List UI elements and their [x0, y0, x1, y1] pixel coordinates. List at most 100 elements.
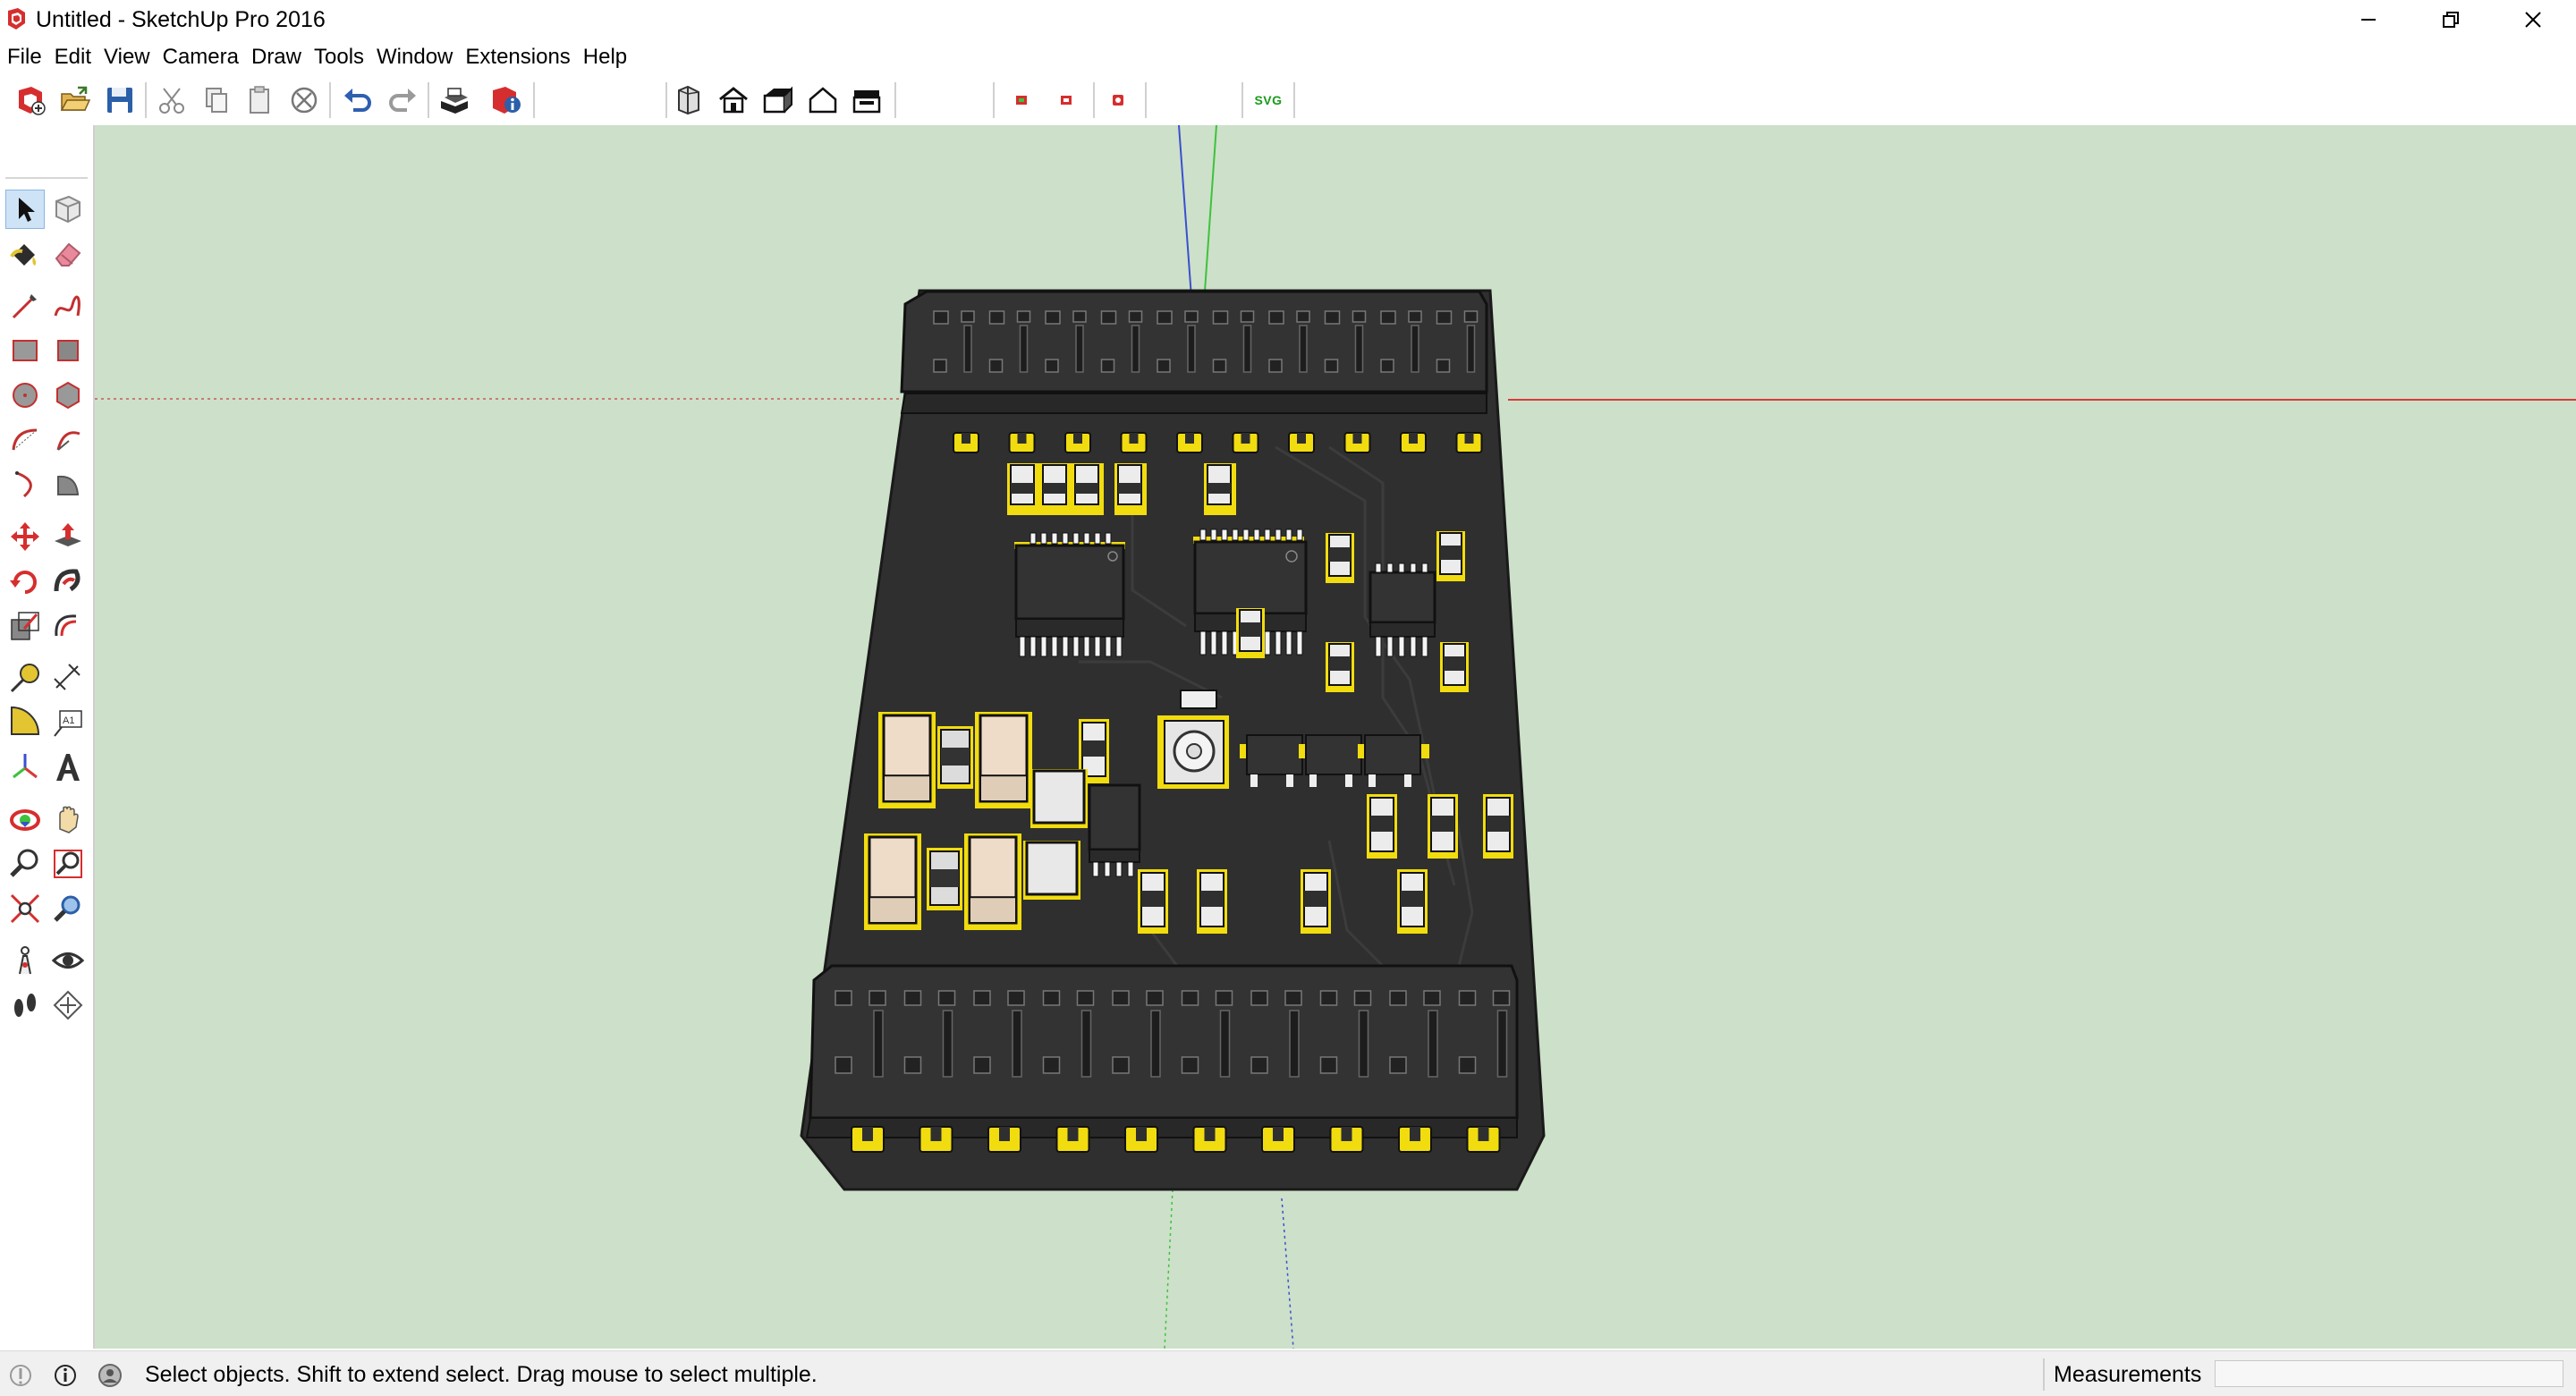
menu-file[interactable]: File — [7, 45, 42, 69]
side-view-button[interactable] — [848, 80, 887, 120]
pad-pin — [1067, 1127, 1079, 1141]
header-pin-socket — [1389, 1056, 1407, 1074]
zoom-previous-tool[interactable] — [48, 889, 88, 928]
user-icon — [98, 1364, 122, 1387]
circle-icon — [13, 383, 38, 408]
push-pull-icon — [55, 523, 81, 546]
model-info-button[interactable] — [487, 80, 526, 120]
svg-export-button[interactable]: SVG — [1249, 80, 1288, 120]
menu-edit[interactable]: Edit — [54, 45, 92, 69]
offset-tool[interactable] — [48, 606, 88, 646]
header-pin-socket — [903, 990, 922, 1006]
model-viewport[interactable] — [95, 125, 2576, 1349]
ic-pin — [1275, 529, 1282, 541]
rotated-rectangle-tool[interactable] — [48, 331, 88, 370]
export-red-button[interactable] — [1046, 80, 1086, 120]
ic-pin — [1072, 636, 1080, 657]
freehand-tool[interactable] — [48, 286, 88, 326]
pan-tool[interactable] — [48, 800, 88, 839]
zoom-window-tool[interactable] — [48, 844, 88, 884]
menu-window[interactable]: Window — [377, 45, 453, 69]
zoom-extents-tool[interactable] — [5, 889, 45, 928]
toolbar-separator — [1293, 82, 1295, 118]
menu-draw[interactable]: Draw — [250, 45, 301, 69]
protractor-tool[interactable] — [5, 703, 45, 742]
transistor-leg — [1368, 774, 1376, 787]
open-button[interactable] — [55, 80, 95, 120]
new-model-button[interactable] — [11, 80, 50, 120]
cut-button[interactable] — [152, 80, 191, 120]
section-plane-tool[interactable] — [48, 986, 88, 1025]
scale-tool[interactable] — [5, 606, 45, 646]
header-pin-socket — [1157, 310, 1173, 325]
rectangle-tool[interactable] — [5, 331, 45, 370]
text-tool[interactable]: A1 — [48, 703, 88, 742]
sign-in-button[interactable] — [97, 1362, 123, 1389]
look-around-tool[interactable] — [48, 941, 88, 980]
close-button[interactable] — [2492, 0, 2574, 39]
rotate-tool[interactable] — [5, 562, 45, 601]
push-pull-tool[interactable] — [48, 517, 88, 556]
axes-tool[interactable] — [5, 748, 45, 787]
ic-pin — [1375, 636, 1382, 657]
move-tool[interactable] — [5, 517, 45, 556]
menu-view[interactable]: View — [104, 45, 150, 69]
move-icon — [11, 522, 39, 551]
follow-me-tool[interactable] — [48, 562, 88, 601]
pad-pin — [1241, 433, 1250, 444]
credits-button[interactable] — [52, 1362, 79, 1389]
arc-tool[interactable] — [5, 420, 45, 460]
copy-button[interactable] — [197, 80, 236, 120]
transistor-leg — [1286, 774, 1293, 787]
eraser-tool[interactable] — [48, 234, 88, 274]
make-component-tool[interactable] — [48, 190, 88, 229]
measurements-input[interactable] — [2215, 1360, 2563, 1387]
menu-camera[interactable]: Camera — [162, 45, 239, 69]
tape-measure-tool[interactable] — [5, 658, 45, 698]
3d-text-tool[interactable] — [48, 748, 88, 787]
ic-pin — [1105, 636, 1112, 657]
header-pin-socket — [1458, 990, 1477, 1006]
pie-tool[interactable] — [48, 465, 88, 504]
home-view-icon — [809, 87, 837, 114]
geo-location-button[interactable] — [7, 1362, 34, 1389]
undo-button[interactable] — [338, 80, 377, 120]
three-point-arc-tool[interactable] — [5, 465, 45, 504]
copy-icon — [206, 88, 227, 113]
zoom-tool[interactable] — [5, 844, 45, 884]
save-button[interactable] — [100, 80, 140, 120]
pad-pin — [862, 1127, 873, 1141]
header-pin-slot — [1019, 325, 1029, 373]
smd-capacitors-side — [1079, 531, 1513, 934]
menu-help[interactable]: Help — [582, 45, 628, 69]
dimension-tool[interactable] — [48, 658, 88, 698]
paste-button[interactable] — [240, 80, 279, 120]
pad-pin — [1297, 433, 1306, 444]
position-camera-tool[interactable] — [5, 941, 45, 980]
minimize-button[interactable] — [2327, 0, 2410, 39]
export-green-button[interactable] — [1002, 80, 1041, 120]
header-pin-socket — [1324, 359, 1339, 373]
two-point-arc-icon — [56, 431, 80, 451]
plugin-button[interactable] — [1098, 80, 1138, 120]
paint-bucket-tool[interactable] — [5, 234, 45, 274]
menu-tools[interactable]: Tools — [314, 45, 365, 69]
print-button[interactable] — [435, 80, 474, 120]
polygon-tool[interactable] — [48, 376, 88, 415]
home-view-button[interactable] — [803, 80, 843, 120]
walk-tool[interactable] — [5, 986, 45, 1025]
orbit-tool[interactable] — [5, 800, 45, 839]
iso-view-button[interactable] — [714, 80, 753, 120]
header-pin-slot — [1219, 1010, 1231, 1078]
restore-button[interactable] — [2410, 0, 2492, 39]
line-tool[interactable] — [5, 286, 45, 326]
erase-button[interactable] — [284, 80, 324, 120]
select-tool[interactable] — [5, 190, 45, 229]
redo-button[interactable] — [383, 80, 422, 120]
circle-tool[interactable] — [5, 376, 45, 415]
menu-extensions[interactable]: Extensions — [465, 45, 571, 69]
top-view-button[interactable] — [758, 80, 798, 120]
two-point-arc-tool[interactable] — [48, 420, 88, 460]
ic-pin — [1062, 636, 1069, 657]
front-view-button[interactable] — [669, 80, 708, 120]
